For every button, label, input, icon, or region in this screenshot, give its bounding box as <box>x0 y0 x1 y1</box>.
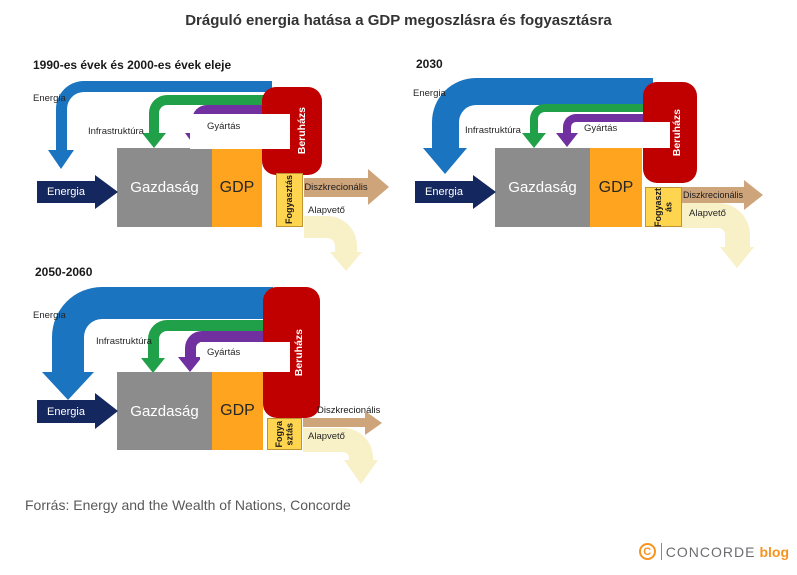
basic-consumption-label: Alapvető <box>308 205 345 216</box>
manufacturing-flow <box>563 114 653 133</box>
energy-input-label: Energia <box>47 186 85 198</box>
energy-feedback-arrowhead-icon <box>423 148 467 174</box>
energy-input-arrowhead-icon <box>95 175 118 209</box>
basic-consumption-arrowhead-icon <box>330 252 362 271</box>
energy-input-arrow: Energia <box>415 181 473 203</box>
discretionary-arrow: Diszkrecionális <box>304 178 368 197</box>
gdp-box: GDP <box>590 148 642 227</box>
basic-consumption-arrowhead-icon <box>344 460 378 484</box>
investment-box-notch <box>190 114 290 149</box>
investment-label: Beruházs <box>671 108 683 157</box>
manufacturing-arrowhead-icon <box>178 357 202 372</box>
infrastructure-flow <box>148 320 273 358</box>
energy-input-arrowhead-icon <box>95 393 118 429</box>
basic-consumption-arrow <box>304 216 357 252</box>
infrastructure-label: Infrastruktúra <box>465 125 521 136</box>
source-note: Forrás: Energy and the Wealth of Nations… <box>25 497 351 513</box>
economy-label: Gazdaság <box>508 179 577 196</box>
discretionary-label: Diszkrecionális <box>682 190 744 200</box>
diagram-2030: 2030 Energia Infrastruktúra Gyártás Beru… <box>400 55 790 271</box>
infrastructure-arrowhead-icon <box>142 133 166 148</box>
energy-feedback-flow <box>56 81 272 150</box>
diagram-title: 2050-2060 <box>35 265 93 279</box>
energy-flow-label: Energia <box>33 93 66 104</box>
consumption-label: Fogya sztás <box>274 420 295 448</box>
consumption-label: Fogyasztás <box>284 175 295 225</box>
logo-divider <box>660 543 662 560</box>
manufacturing-arrowhead-icon <box>556 133 578 147</box>
basic-consumption-arrowhead-icon <box>720 247 754 268</box>
infrastructure-label: Infrastruktúra <box>88 126 144 137</box>
consumption-box: Fogyaszt ás <box>645 187 682 227</box>
investment-label: Beruházs <box>293 328 305 377</box>
manufacturing-label: Gyártás <box>207 121 241 132</box>
economy-label: Gazdaság <box>130 179 199 196</box>
energy-input-arrowhead-icon <box>473 175 496 209</box>
diagram-1990s: 1990-es évek és 2000-es évek eleje Energ… <box>20 55 392 271</box>
discretionary-arrow: Diszkrecionális <box>682 187 744 203</box>
discretionary-arrowhead-icon <box>368 169 389 205</box>
energy-flow-label: Energia <box>413 88 446 99</box>
infrastructure-arrowhead-icon <box>141 358 165 373</box>
energy-feedback-arrowhead-icon <box>48 150 74 169</box>
page-title: Dráguló energia hatása a GDP megoszlásra… <box>185 12 612 29</box>
manufacturing-label: Gyártás <box>584 123 618 134</box>
energy-input-arrow: Energia <box>37 400 95 423</box>
basic-consumption-label: Alapvető <box>308 431 345 442</box>
energy-input-arrow: Energia <box>37 181 95 203</box>
economy-box: Gazdaság <box>117 372 212 450</box>
basic-consumption-label: Alapvető <box>689 208 726 219</box>
diagram-title: 2030 <box>416 57 443 71</box>
infrastructure-flow <box>530 104 653 133</box>
discretionary-arrow: Diszkrecionális <box>303 405 380 427</box>
gdp-label: GDP <box>220 402 255 419</box>
concorde-c-icon: C <box>638 543 656 560</box>
gdp-label: GDP <box>219 178 255 196</box>
gdp-box: GDP <box>212 372 263 450</box>
consumption-box: Fogya sztás <box>267 418 302 450</box>
infrastructure-arrowhead-icon <box>522 133 546 148</box>
diagram-title: 1990-es évek és 2000-es évek eleje <box>33 58 232 72</box>
investment-box-notch <box>578 122 670 148</box>
concorde-blog-logo: C CONCORDE blog <box>638 543 789 560</box>
investment-box-notch <box>200 342 290 372</box>
manufacturing-label: Gyártás <box>207 347 241 358</box>
energy-feedback-arrowhead-icon <box>42 372 94 400</box>
infrastructure-label: Infrastruktúra <box>96 336 152 347</box>
consumption-box: Fogyasztás <box>276 173 303 227</box>
economy-label: Gazdaság <box>130 402 199 420</box>
diagram-2050-2060: 2050-2060 Energia Infrastruktúra Gyártás… <box>20 262 392 498</box>
consumption-label: Fogyaszt ás <box>653 187 674 227</box>
energy-input-label: Energia <box>47 405 85 418</box>
investment-label: Beruházs <box>296 107 308 155</box>
gdp-label: GDP <box>598 178 634 196</box>
economy-box: Gazdaság <box>495 148 590 227</box>
energy-input-label: Energia <box>425 186 463 198</box>
logo-brand-name: CONCORDE <box>665 543 756 560</box>
manufacturing-flow <box>185 331 273 357</box>
energy-flow-label: Energia <box>33 310 66 321</box>
discretionary-arrowhead-icon <box>744 180 763 210</box>
economy-box: Gazdaság <box>117 148 212 227</box>
infrastructure-flow <box>149 95 272 133</box>
discretionary-label: Diszkrecionális <box>317 405 381 416</box>
gdp-box: GDP <box>212 148 262 227</box>
discretionary-arrowhead-icon <box>365 411 382 435</box>
discretionary-label: Diszkrecionális <box>304 182 368 193</box>
logo-blog-suffix: blog <box>759 543 789 560</box>
